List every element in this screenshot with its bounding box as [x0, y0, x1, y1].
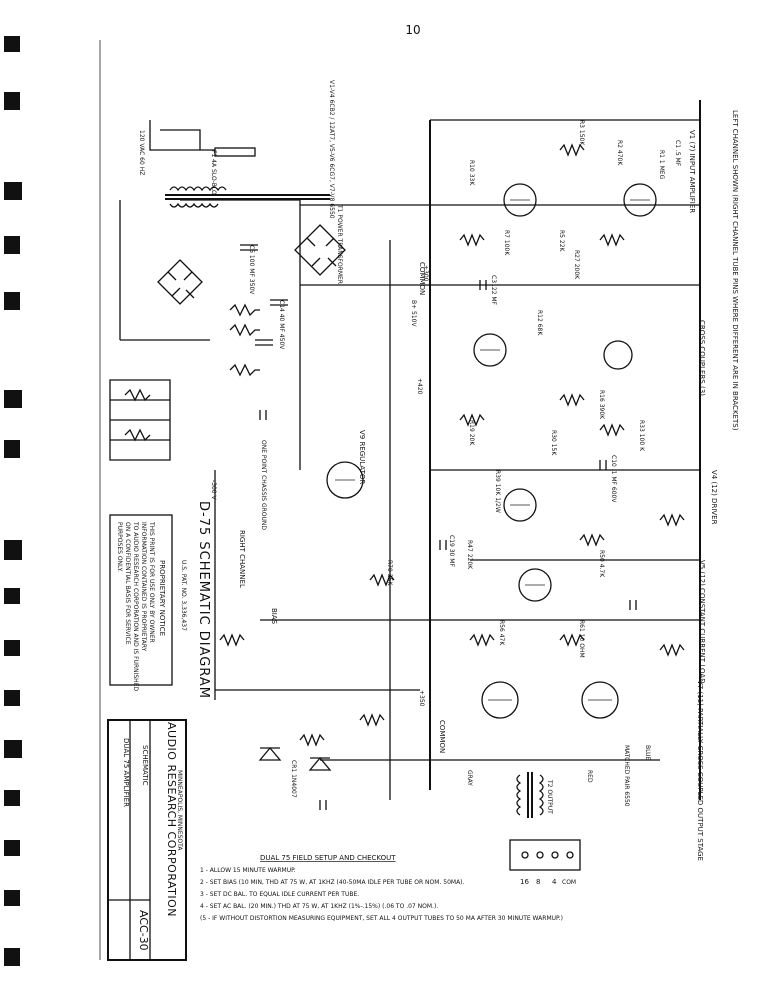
proprietary-notice: PROPRIETARY NOTICE THIS PRINT IS FOR USE…	[109, 514, 187, 691]
title-block-drawing-subtitle: DUAL 75 AMPLIFIER	[122, 738, 130, 807]
label-r12: R12 68K	[536, 310, 543, 336]
label-out-8: 8	[536, 878, 540, 886]
setup-step-5: (5 - IF WITHOUT DISTORTION MEASURING EQU…	[200, 915, 563, 922]
setup-step-4: 4 - SET AC BAL. (20 MIN.) THD AT 75 W, A…	[200, 903, 438, 910]
label-tube-list: V1-V4 6CB2 / 12AT7, V5-V6 6CG7, V7-V8 65…	[328, 80, 335, 219]
label-r39: R39 10K 1/2W	[494, 470, 501, 513]
binder-holes	[4, 36, 22, 966]
label-r61: R61 10 OHM	[578, 620, 585, 658]
notice-line-3: TO AUDIO RESEARCH CORPORATION AND IS FUR…	[132, 521, 139, 691]
label-v350: +350	[418, 690, 425, 707]
notice-patent: U.S. PAT. NO. 3,336,437	[180, 560, 187, 631]
label-regulator: V9 REGULATOR	[358, 430, 366, 484]
label-t1: T1 POWER TRANSFORMER	[336, 204, 343, 284]
label-r10: R10 33K	[468, 160, 475, 186]
label-out-16: 16	[520, 878, 529, 886]
label-blue: BLUE	[644, 745, 651, 761]
notice-heading: PROPRIETARY NOTICE	[158, 560, 166, 636]
capacitor-network	[259, 280, 637, 810]
label-r27: R27 200K	[573, 250, 580, 280]
label-bias: BIAS	[270, 608, 278, 625]
title-block-drawing-title: SCHEMATIC	[141, 745, 149, 786]
label-r5: R5 22K	[558, 230, 565, 253]
label-v300: +300	[422, 265, 429, 282]
setup-step-2: 2 - SET BIAS (10 MIN, THD AT 75 W, AT 1K…	[200, 879, 465, 886]
output-transformer	[509, 772, 581, 871]
label-t2: T2 OUTPUT	[546, 779, 553, 814]
regulator	[258, 746, 332, 771]
label-cr1: CR1 1N4007	[290, 760, 297, 798]
setup-step-3: 3 - SET DC BAL. TO EQUAL IDLE CURRENT PE…	[200, 891, 359, 898]
bias-network	[109, 303, 260, 461]
header-note: LEFT CHANNEL SHOWN (RIGHT CHANNEL TUBE P…	[731, 110, 739, 431]
power-supply	[149, 120, 346, 346]
setup-heading: DUAL 75 FIELD SETUP AND CHECKOUT	[260, 854, 396, 862]
label-fuse: F1 4A SLO-BLO	[210, 150, 217, 195]
label-r30: R30 15K	[550, 430, 557, 456]
label-gray: GRAY	[466, 770, 473, 786]
label-right-channel: RIGHT CHANNEL	[238, 530, 246, 588]
label-c14: C14 40 MF 450V	[278, 300, 285, 350]
label-v420: +420	[416, 378, 423, 395]
label-r16: R16 390K	[598, 390, 605, 420]
label-r19: R19 20K	[468, 420, 475, 446]
label-c1: C1 .5 MF	[674, 140, 681, 167]
label-out-com: COM	[562, 879, 576, 886]
notice-line-5: PURPOSES ONLY.	[116, 522, 123, 572]
label-c3: C3 .22 MF	[490, 275, 497, 306]
title-block-number: ACC-30	[137, 910, 150, 951]
bus-wiring	[119, 100, 701, 800]
notice-line-2: INFORMATION CONTAINED IS PROPRIETARY	[140, 522, 147, 652]
label-r47: R47 220K	[466, 540, 473, 570]
title-block-location: MINNEAPOLIS, MINNESOTA	[176, 770, 183, 851]
setup-step-1: 1 - ALLOW 15 MINUTE WARMUP.	[200, 867, 296, 874]
label-power: 120 VAC 60 HZ	[138, 130, 145, 175]
page-number: 10	[405, 23, 420, 37]
diagram-title: D-75 SCHEMATIC DIAGRAM	[196, 501, 211, 699]
label-cross-coupling: CROSS COUPLERS (3)	[698, 320, 706, 396]
label-matched: MATCHED PAIR 6550	[623, 745, 630, 807]
title-block-company: AUDIO RESEARCH CORPORATION	[165, 722, 178, 917]
label-c5: C5 100 MF 350V	[248, 245, 255, 295]
label-common: COMMON	[438, 720, 446, 753]
label-neg-bias: -300 V	[210, 480, 217, 501]
label-out-4: 4	[552, 878, 557, 886]
notice-line-4: ON A CONFIDENTIAL BASIS FOR SERVICE	[124, 522, 131, 645]
label-r1: R1 1 MEG	[658, 150, 665, 180]
label-r56: R56 47K	[498, 620, 505, 646]
label-r7: R7 100K	[503, 230, 510, 256]
label-c19: C19 30 MF	[448, 535, 455, 567]
label-r70: R70 25K	[386, 560, 393, 586]
vacuum-tubes	[326, 183, 657, 719]
title-block: AUDIO RESEARCH CORPORATION MINNEAPOLIS, …	[107, 719, 187, 961]
setup-notes: DUAL 75 FIELD SETUP AND CHECKOUT 1 - ALL…	[200, 854, 563, 922]
label-r2: R2 470K	[616, 140, 623, 166]
label-r3: R3 150K	[578, 120, 585, 146]
label-output: V7 (11) PARTIALLY CROSS COUPLED OUTPUT S…	[696, 680, 704, 861]
label-chassis-ground: ONE POINT CHASSIS GROUND	[260, 440, 267, 530]
label-b-plus: B+ 510V	[410, 300, 417, 328]
label-input-amp: V1 (7) INPUT AMPLIFIER	[688, 130, 696, 213]
notice-line-1: THIS PRINT IS FOR USE ONLY BY OWNER	[148, 521, 155, 643]
resistor-network	[219, 143, 685, 747]
label-r33: R33 100 K	[638, 420, 645, 452]
label-c10: C10 .1 MF 600V	[610, 455, 617, 503]
label-driver: V4 (12) DRIVER	[710, 470, 718, 525]
label-red: RED	[586, 770, 593, 783]
label-r50: R50 4.7K	[598, 550, 605, 578]
label-current-load: V5 (12) CONSTANT CURRENT LOAD	[698, 560, 706, 684]
label-common-2: COMMON	[418, 262, 426, 295]
